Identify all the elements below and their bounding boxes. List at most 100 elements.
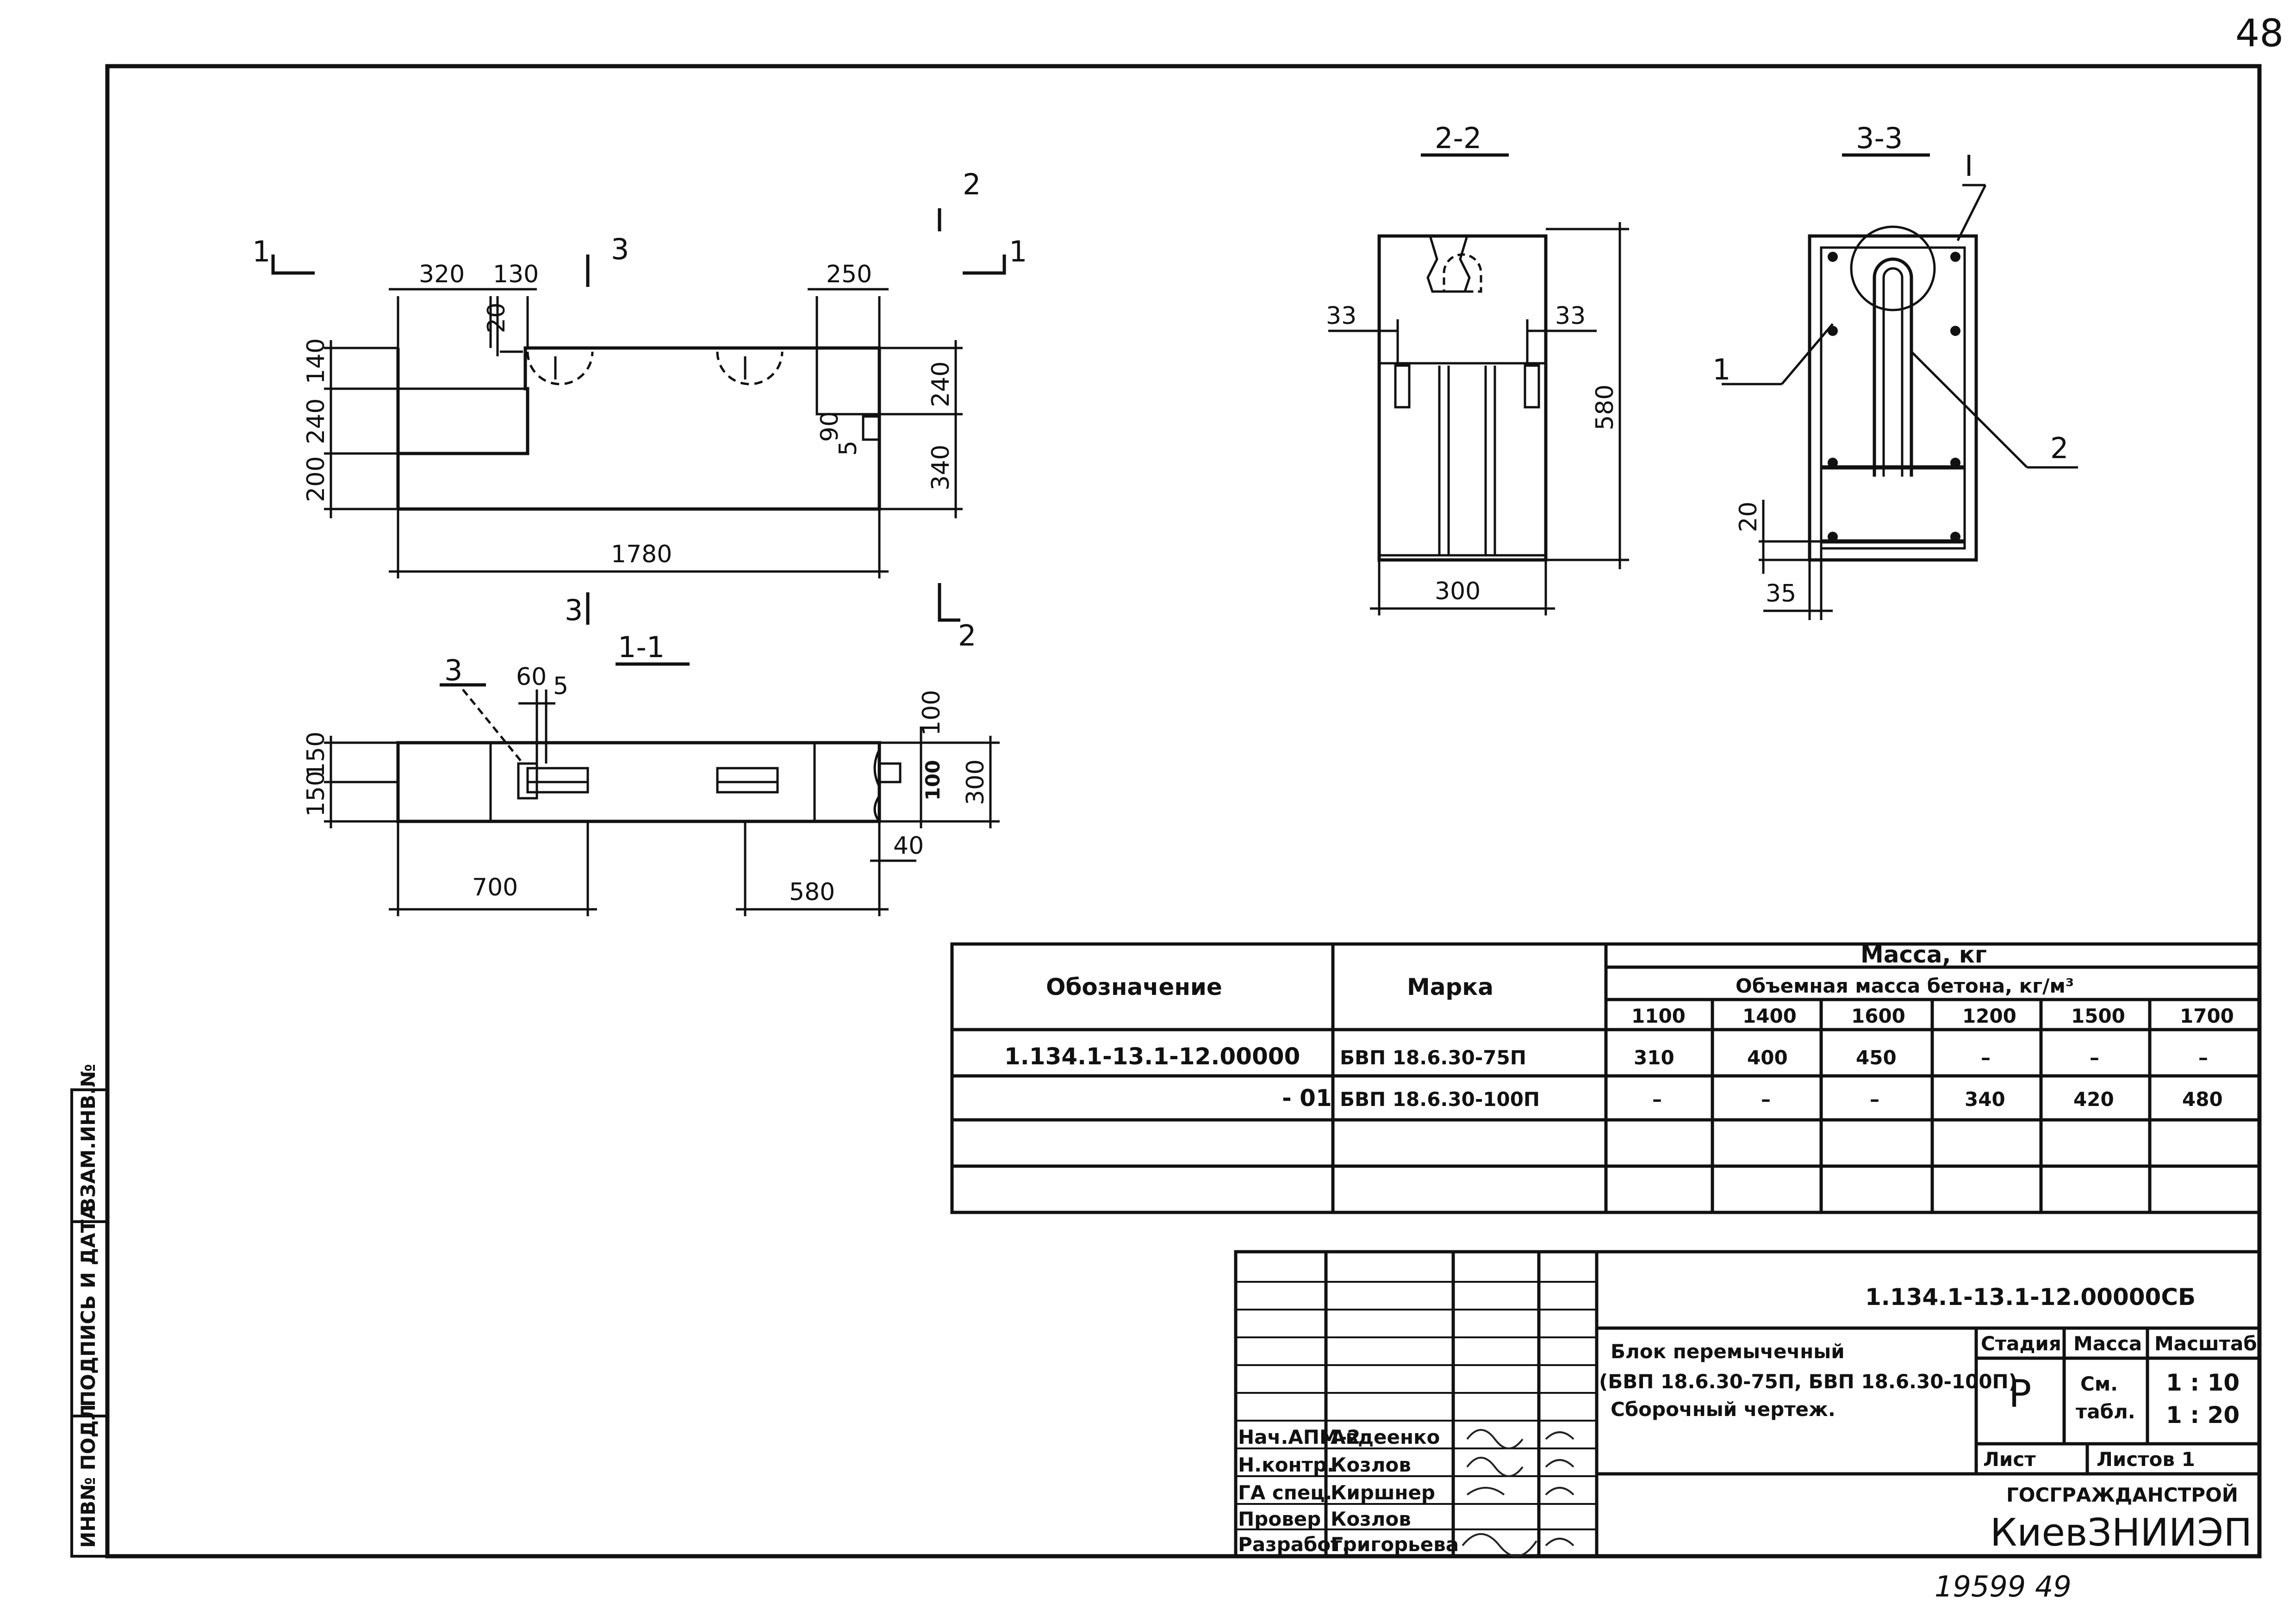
row-1-value: 400 xyxy=(1747,1046,1788,1069)
row-2-designation: - 01 xyxy=(1282,1085,1332,1112)
table-header-mark: Марка xyxy=(1407,974,1493,1000)
handwritten-signatures xyxy=(1462,1429,1574,1557)
dim-40: 40 xyxy=(893,832,924,860)
dim-90: 90 xyxy=(816,411,844,442)
mass-value-1: См. xyxy=(2080,1373,2118,1395)
density-1700: 1700 xyxy=(2180,1005,2234,1027)
signature-rows: Нач.АПМ-2 Авдеенко Н.контр. Козлов ГА сп… xyxy=(1238,1426,1459,1556)
section-2-2 xyxy=(1328,153,1629,615)
signature-role: Провер xyxy=(1238,1508,1321,1530)
stamp-inv-podl: ИНВ№ ПОДЛ xyxy=(77,1404,100,1548)
dim-320: 320 xyxy=(419,261,465,288)
sheet-label: Лист xyxy=(1983,1448,2036,1471)
row-2-value: – xyxy=(1761,1088,1771,1111)
cut-marker-2-bottom: 2 xyxy=(958,619,976,652)
section-3-3-outline xyxy=(1808,234,1978,562)
dim-150-top: 150 xyxy=(302,732,330,777)
scale-value-2: 1 : 20 xyxy=(2166,1402,2240,1429)
row-2-value: 340 xyxy=(1965,1088,2005,1111)
dim-35: 35 xyxy=(1766,580,1796,608)
scale-value-1: 1 : 10 xyxy=(2166,1369,2240,1396)
sheets-label: Листов 1 xyxy=(2097,1448,2195,1471)
row-1-mark: БВП 18.6.30-75П xyxy=(1340,1046,1526,1069)
dim-20-plan: 20 xyxy=(483,303,510,333)
cut-marker-1-right: 1 xyxy=(1009,235,1027,268)
density-1600: 1600 xyxy=(1851,1005,1905,1027)
section-2-2-title: 2-2 xyxy=(1435,121,1481,155)
cut-marker-3-bottom: 3 xyxy=(565,593,583,627)
dim-5-plan: 5 xyxy=(834,441,862,456)
cut-marker-1-left: 1 xyxy=(252,235,270,268)
signature-name: Козлов xyxy=(1331,1454,1411,1476)
signature-role: Н.контр. xyxy=(1238,1454,1334,1476)
section-1-1-callout: 3 xyxy=(444,653,462,687)
table-header-mass: Масса, кг xyxy=(1860,941,1987,968)
dim-340-plan: 340 xyxy=(927,445,955,491)
mass-value-2: табл. xyxy=(2076,1400,2135,1423)
section-3-3 xyxy=(1722,153,2078,620)
callout-2: 2 xyxy=(2050,431,2068,465)
signature-name: Авдеенко xyxy=(1331,1426,1440,1448)
section-1-1 xyxy=(324,662,1000,916)
signature-name: Киршнер xyxy=(1331,1481,1435,1504)
table-row: 1.134.1-13.1-12.00000 БВП 18.6.30-75П 31… xyxy=(1004,1043,2208,1070)
section-2-2-outline xyxy=(1377,234,1548,562)
title-line-2: (БВП 18.6.30-75П, БВП 18.6.30-100П) xyxy=(1599,1370,2017,1393)
density-1100: 1100 xyxy=(1631,1005,1686,1027)
dim-240-left: 240 xyxy=(302,398,330,444)
dim-130: 130 xyxy=(493,261,539,288)
stage-value: Р xyxy=(2009,1372,2031,1416)
stage-label: Стадия xyxy=(1981,1332,2061,1355)
block-outline xyxy=(396,346,881,511)
cut-marker-3-top: 3 xyxy=(611,232,629,266)
mass-table xyxy=(950,942,2261,1214)
cut-marker-2-top: 2 xyxy=(963,168,981,201)
margin-stamp xyxy=(70,1088,109,1558)
density-1200: 1200 xyxy=(1962,1005,2016,1027)
bottom-note: 19599 49 xyxy=(1935,1570,2072,1603)
title-block xyxy=(1234,1250,2261,1558)
dim-700: 700 xyxy=(472,874,518,901)
dim-300-width: 300 xyxy=(1435,578,1481,605)
mass-label: Масса xyxy=(2073,1332,2142,1355)
density-1400: 1400 xyxy=(1742,1005,1797,1027)
dim-300-section: 300 xyxy=(962,759,989,805)
dim-20-section: 20 xyxy=(1735,502,1762,532)
signature-role: Нач.АПМ-2 xyxy=(1238,1426,1360,1448)
table-row: - 01 БВП 18.6.30-100П – – – 340 420 480 xyxy=(1282,1085,2223,1112)
plan-view xyxy=(271,208,1006,625)
row-2-value: – xyxy=(1870,1088,1879,1111)
table-header-designation: Обозначение xyxy=(1046,974,1222,1000)
title-line-1: Блок перемычечный xyxy=(1611,1340,1845,1363)
dim-580-section: 580 xyxy=(789,878,835,906)
stamp-vzam-inv: ВЗАМ.ИНВ.№ xyxy=(77,1064,100,1212)
org-name-1: ГОСГРАЖДАНСТРОЙ xyxy=(2006,1483,2238,1506)
density-header-row: 1100 1400 1600 1200 1500 1700 xyxy=(1631,1005,2234,1027)
page-number: 48 xyxy=(2235,12,2284,56)
row-1-value: – xyxy=(2090,1046,2099,1069)
section-1-1-title: 1-1 xyxy=(618,630,665,664)
row-2-mark: БВП 18.6.30-100П xyxy=(1340,1088,1540,1111)
section-3-3-title: 3-3 xyxy=(1856,121,1903,155)
row-1-value: 310 xyxy=(1634,1046,1674,1069)
signature-name: Козлов xyxy=(1331,1508,1411,1530)
dim-33-left: 33 xyxy=(1326,302,1356,330)
stamp-podpis-data: ПОДПИСЬ И ДАТА xyxy=(77,1205,100,1407)
dim-33-right: 33 xyxy=(1555,302,1586,330)
detail-i-marker: I xyxy=(1965,149,1973,183)
callout-1: 1 xyxy=(1712,353,1730,386)
dim-60: 60 xyxy=(516,663,547,691)
dim-580-height: 580 xyxy=(1591,385,1619,430)
dim-1780: 1780 xyxy=(611,540,672,568)
row-1-designation: 1.134.1-13.1-12.00000 xyxy=(1004,1043,1300,1070)
dim-5-section: 5 xyxy=(553,672,568,700)
dim-250: 250 xyxy=(826,261,872,288)
row-1-value: – xyxy=(1981,1046,1991,1069)
dim-100-top: 100 xyxy=(918,690,946,736)
dim-140: 140 xyxy=(302,338,330,384)
signature-role: ГА спец. xyxy=(1238,1481,1332,1504)
doc-code: 1.134.1-13.1-12.00000СБ xyxy=(1865,1284,2196,1311)
title-line-3: Сборочный чертеж. xyxy=(1611,1398,1836,1421)
scale-label: Масштаб xyxy=(2154,1332,2257,1355)
